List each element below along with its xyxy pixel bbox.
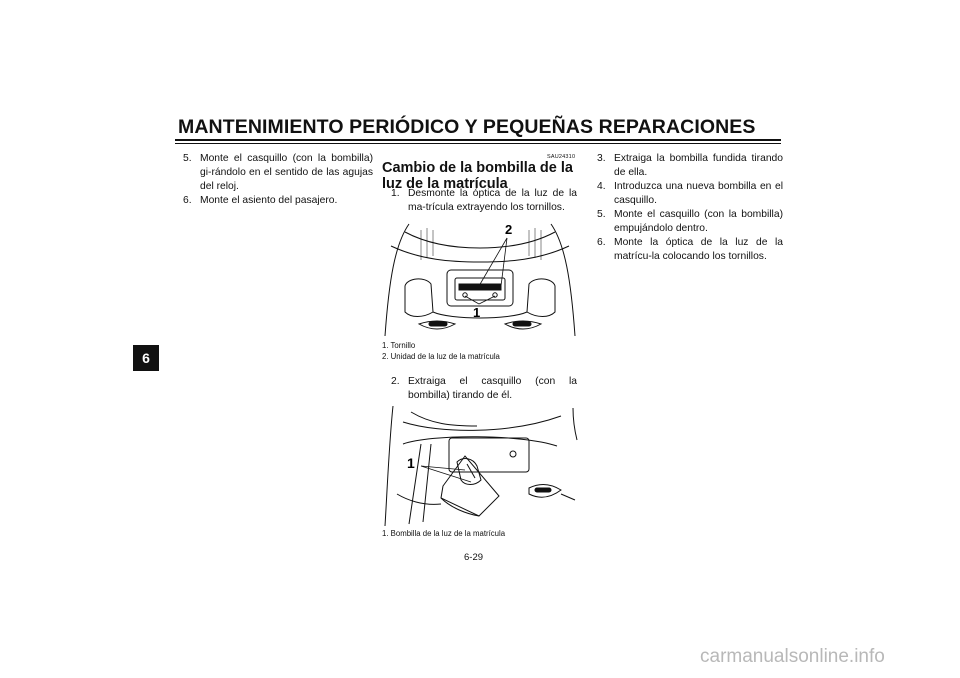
chapter-tab: 6: [133, 345, 159, 371]
step-number: 6.: [597, 237, 606, 248]
callout-label: 1: [473, 305, 480, 320]
step-number: 5.: [183, 153, 192, 164]
right-column: 3. Extraiga la bombilla fundida tirando …: [597, 152, 783, 264]
left-steps-list: 5. Monte el casquillo (con la bombilla) …: [183, 152, 373, 208]
page-number: 6-29: [464, 552, 484, 563]
step-text: Extraiga el casquillo (con la bombilla) …: [408, 376, 577, 401]
callout-label: 1: [407, 455, 415, 471]
step-number: 6.: [183, 195, 192, 206]
mid-step-1: 1. Desmonte la óptica de la luz de la ma…: [391, 187, 577, 215]
bulb-socket-illustration: 1: [384, 405, 578, 527]
section-title: Cambio de la bombilla de la luz de la ma…: [382, 160, 573, 192]
list-item: 1. Desmonte la óptica de la luz de la ma…: [391, 187, 577, 215]
figure-2-captions: 1. Bombilla de la luz de la matrícula: [382, 528, 505, 539]
step-text: Monte el casquillo (con la bombilla) gi-…: [200, 153, 373, 192]
header-rule-thin: [175, 143, 781, 144]
list-item: 6. Monte la óptica de la luz de la matrí…: [597, 236, 783, 264]
step-number: 5.: [597, 209, 606, 220]
document-code: SAU24310: [547, 154, 576, 160]
caption-line: 2. Unidad de la luz de la matrícula: [382, 352, 500, 361]
chapter-tab-number: 6: [142, 350, 150, 366]
step-text: Monte la óptica de la luz de la matrícu-…: [614, 237, 783, 262]
list-item: 6. Monte el asiento del pasajero.: [183, 194, 373, 208]
step-number: 1.: [391, 188, 400, 199]
step-text: Introduzca una nueva bombilla en el casq…: [614, 181, 783, 206]
left-column: 5. Monte el casquillo (con la bombilla) …: [183, 152, 373, 208]
caption-line: 1. Bombilla de la luz de la matrícula: [382, 529, 506, 538]
page-header-title: MANTENIMIENTO PERIÓDICO Y PEQUEÑAS REPAR…: [178, 116, 756, 138]
list-item: 2. Extraiga el casquillo (con la bombill…: [391, 375, 577, 403]
caption-line: 1. Tornillo: [382, 341, 416, 350]
license-light-unit-illustration: 2 1: [384, 222, 576, 337]
list-item: 3. Extraiga la bombilla fundida tirando …: [597, 152, 783, 180]
step-text: Monte el casquillo (con la bombilla) emp…: [614, 209, 783, 234]
mid-step-2: 2. Extraiga el casquillo (con la bombill…: [391, 375, 577, 403]
watermark: carmanualsonline.info: [700, 646, 885, 667]
step-text: Desmonte la óptica de la luz de la ma-tr…: [408, 188, 577, 213]
figure-1-captions: 1. Tornillo 2. Unidad de la luz de la ma…: [382, 340, 500, 362]
step-number: 3.: [597, 153, 606, 164]
callout-label: 2: [505, 222, 512, 237]
list-item: 5. Monte el casquillo (con la bombilla) …: [183, 152, 373, 194]
step-text: Extraiga la bombilla fundida tirando de …: [614, 153, 783, 178]
step-number: 2.: [391, 376, 400, 387]
step-text: Monte el asiento del pasajero.: [200, 195, 338, 206]
list-item: 4. Introduzca una nueva bombilla en el c…: [597, 180, 783, 208]
list-item: 5. Monte el casquillo (con la bombilla) …: [597, 208, 783, 236]
right-steps-list: 3. Extraiga la bombilla fundida tirando …: [597, 152, 783, 264]
step-number: 4.: [597, 181, 606, 192]
header-rule: [175, 139, 781, 141]
